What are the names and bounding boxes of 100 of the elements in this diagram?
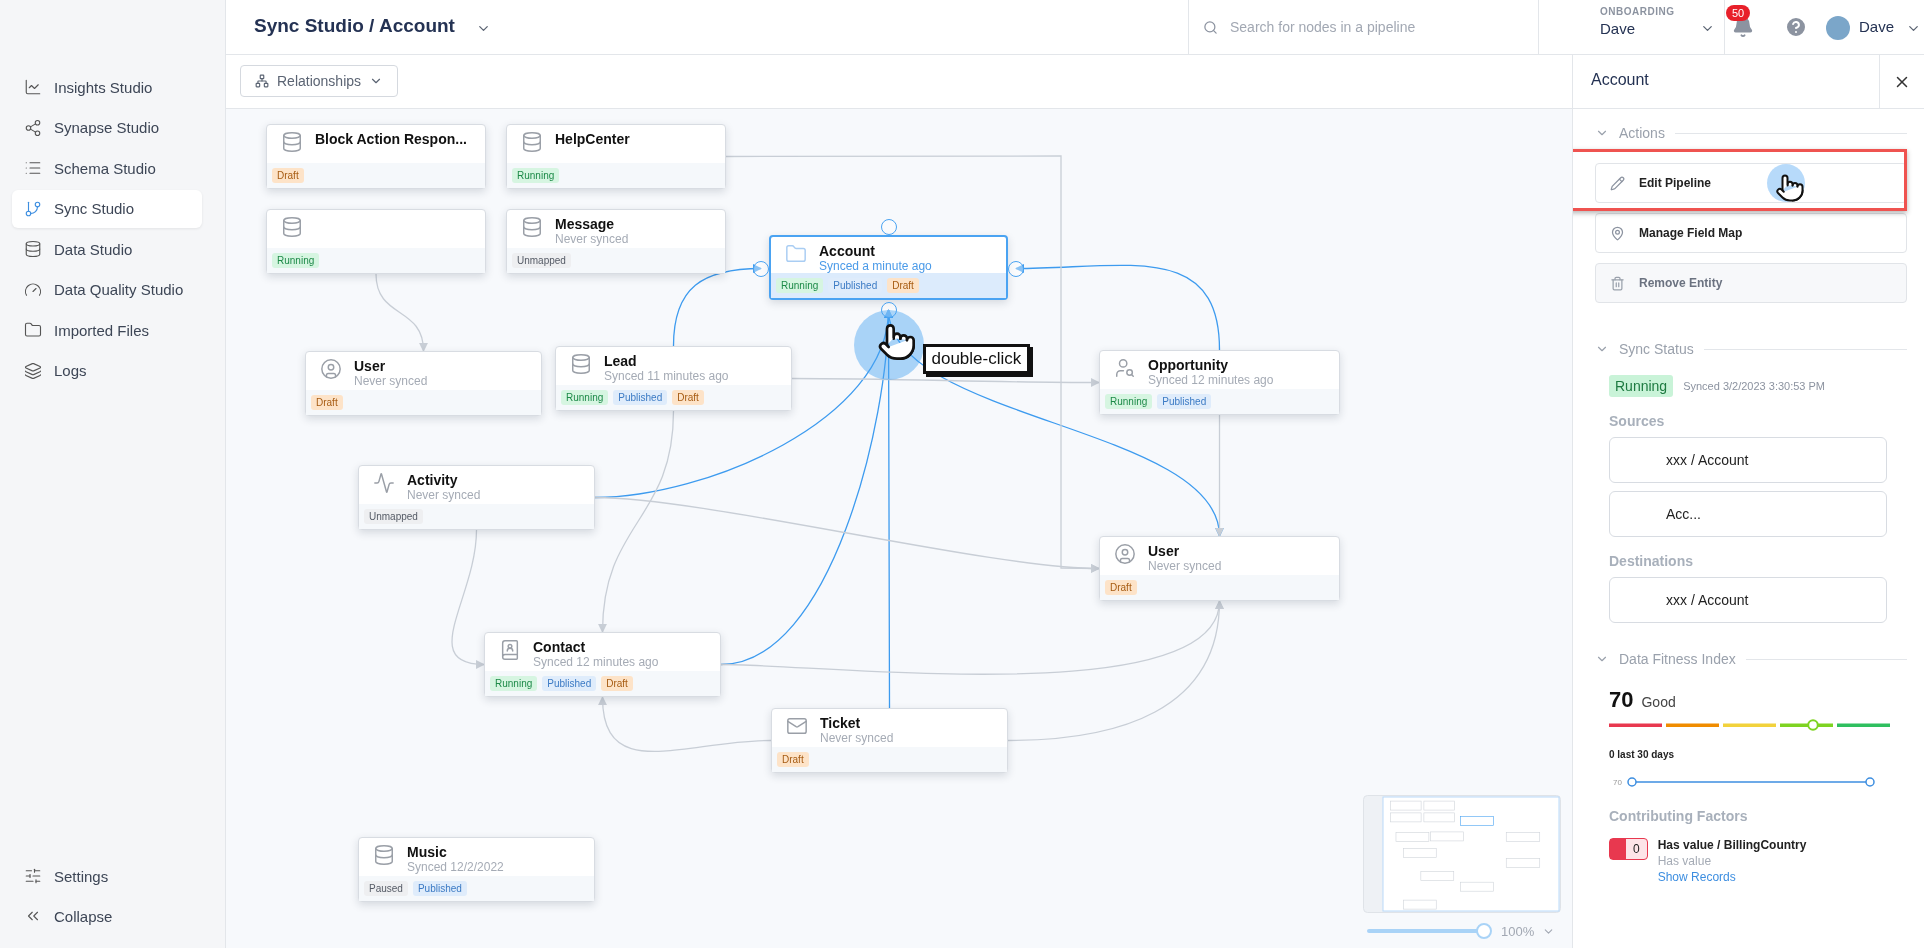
callout: double-click — [922, 344, 1031, 374]
status-tag: Unmapped — [512, 253, 571, 268]
entity-name: Account — [819, 243, 876, 259]
user-name: Dave — [1859, 18, 1895, 35]
sync-time: Synced a minute ago — [819, 259, 932, 273]
sync-time: Never synced — [354, 374, 428, 388]
breadcrumb: Sync Studio / Account — [254, 15, 455, 37]
sync-time: Synced 3/2/2023 3:30:53 PM — [1683, 380, 1826, 392]
status-tag: Running — [1609, 375, 1674, 397]
entity-name: Message — [555, 216, 616, 232]
section-heading: Data Fitness Index — [1619, 651, 1736, 667]
nav-link: Data Quality Studio — [54, 281, 184, 298]
status-tag: Draft — [311, 395, 343, 410]
status-tag: Running — [561, 390, 609, 405]
connector-arrow — [1007, 600, 1224, 742]
factor-name: Has value / BillingCountry — [1657, 838, 1807, 852]
connector-arrow — [1015, 263, 1221, 351]
panel-title: Account — [1591, 71, 1649, 89]
status-tag: Running — [776, 278, 824, 293]
status-tag: Draft — [601, 676, 633, 691]
trend-caption: 0 last 30 days — [1609, 749, 1676, 760]
nav-link: Sync Studio — [54, 200, 135, 217]
status-tag: Draft — [672, 390, 704, 405]
entity-card — [358, 465, 595, 530]
status-tag: Running — [272, 253, 320, 268]
zoom-level: 100% — [1501, 923, 1535, 939]
factor-count: 0 — [1609, 838, 1648, 860]
entity-name: Block Action Respon... — [315, 131, 467, 147]
entity-name: HelpCenter — [555, 131, 630, 147]
entity-name: Music — [407, 844, 448, 860]
status-tag: Running — [490, 676, 538, 691]
status-tag: Published — [412, 881, 467, 896]
sync-time: Synced 12 minutes ago — [1148, 373, 1274, 387]
nav-link: Collapse — [54, 907, 113, 925]
nav-link: Synapse Studio — [54, 119, 160, 136]
entity-card — [506, 209, 726, 274]
entity-card — [555, 346, 792, 411]
entity-card — [266, 209, 486, 274]
entity-card — [771, 708, 1008, 773]
notification-count: 50 — [1726, 5, 1751, 21]
entity-card — [266, 124, 486, 189]
manage-field-map-button: Manage Field Map — [1595, 213, 1907, 253]
score-rating: Good — [1641, 694, 1676, 710]
sync-time: Synced 12/2/2022 — [407, 860, 504, 874]
status-tag: Draft — [887, 278, 919, 293]
sync-time: Never synced — [407, 488, 481, 502]
entity-name: Activity — [407, 472, 459, 488]
subheading: Contributing Factors — [1609, 808, 1749, 824]
destination-card: xxx / Account — [1609, 577, 1887, 623]
connector-arrow — [598, 696, 772, 753]
sync-time: Synced 11 minutes ago — [604, 369, 729, 383]
section-heading: Sync Status — [1619, 341, 1694, 357]
nav-link: Data Studio — [54, 240, 133, 258]
show-records-link: Show Records — [1657, 870, 1737, 884]
nav-link: Settings — [54, 867, 109, 885]
connector-arrow — [791, 377, 1100, 387]
source-card: xxx / Account — [1609, 437, 1887, 483]
entity-card — [358, 837, 595, 902]
sync-time: Never synced — [555, 232, 629, 246]
entity-card — [1099, 350, 1340, 415]
status-tag: Published — [613, 390, 668, 405]
nav-link: Schema Studio — [54, 159, 156, 177]
status-tag: Paused — [364, 881, 408, 896]
status-tag: Published — [542, 676, 597, 691]
status-tag: Running — [1105, 394, 1153, 409]
score-value: 70 — [1609, 687, 1634, 713]
entity-name: User — [1148, 543, 1181, 559]
connector-arrow — [672, 264, 762, 347]
section-heading: Actions — [1619, 125, 1665, 141]
connector-arrow — [884, 309, 893, 709]
connector-arrow — [451, 529, 485, 669]
entity-card — [506, 124, 726, 189]
relationships-dropdown: Relationships — [240, 65, 399, 97]
status-tag: Unmapped — [364, 509, 423, 524]
nav-link: Imported Files — [54, 321, 150, 339]
status-tag: Draft — [1105, 580, 1137, 595]
sync-time: Never synced — [820, 731, 894, 745]
sync-time: Never synced — [1148, 559, 1222, 573]
entity-name: User — [354, 358, 387, 374]
source-card: Acc... — [1609, 491, 1887, 537]
nav-link: Logs — [54, 362, 87, 379]
entity-name: Lead — [604, 353, 638, 369]
org-name: Dave — [1600, 20, 1637, 37]
org-caption: ONBOARDING — [1600, 6, 1675, 17]
connector-arrow — [598, 410, 675, 633]
subheading: Sources — [1609, 413, 1666, 429]
entity-name: Ticket — [820, 715, 862, 731]
factor-description: Has value — [1657, 854, 1713, 868]
selected-entity-card — [769, 235, 1008, 300]
connector-arrow — [375, 273, 428, 352]
connector-arrow — [1215, 414, 1224, 537]
status-tag: Published — [1157, 394, 1212, 409]
remove-entity-button: Remove Entity — [1595, 263, 1907, 303]
status-tag: Draft — [777, 752, 809, 767]
sync-time: Synced 12 minutes ago — [533, 655, 659, 669]
axis-tick: 70 — [1613, 777, 1622, 787]
nav-link: Insights Studio — [54, 78, 153, 96]
status-tag: Running — [512, 168, 560, 183]
search-field: Search for nodes in a pipeline — [1188, 0, 1538, 54]
entity-card — [305, 351, 542, 416]
